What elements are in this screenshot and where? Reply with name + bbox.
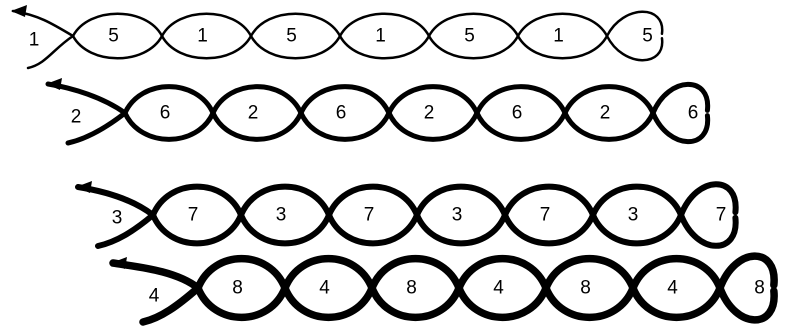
loop-label: 5 — [286, 26, 297, 47]
loop-label: 6 — [336, 103, 347, 124]
loop-label: 5 — [642, 26, 653, 47]
row-number-label: 4 — [149, 286, 160, 307]
loop-label: 2 — [248, 103, 259, 124]
strand-row-1: 1 5 1 5 1 5 1 5 — [11, 5, 662, 68]
loop-label: 3 — [452, 205, 463, 226]
loop-label: 6 — [688, 103, 699, 124]
loop-label: 7 — [188, 205, 199, 226]
row-number-label: 3 — [112, 208, 123, 229]
loop-label: 7 — [716, 205, 727, 226]
loop-label: 6 — [512, 103, 523, 124]
loop-label: 3 — [276, 205, 287, 226]
loop-label: 3 — [628, 205, 639, 226]
loop-label: 2 — [424, 103, 435, 124]
strand-row-2: 2 6 2 6 2 6 2 6 — [46, 78, 708, 143]
arrow-head-icon — [76, 181, 92, 193]
loop-label: 4 — [667, 278, 678, 299]
arrow-head-icon — [46, 78, 62, 90]
loop-label: 8 — [580, 278, 591, 299]
loop-label: 1 — [553, 26, 564, 47]
strand-row-4: 4 8 4 8 4 8 4 8 — [111, 256, 774, 322]
loop-label: 5 — [464, 26, 475, 47]
loop-label: 4 — [493, 278, 504, 299]
loop-label: 8 — [406, 278, 417, 299]
loop-label: 1 — [197, 26, 208, 47]
loop-label: 7 — [364, 205, 375, 226]
strand-lower — [28, 14, 662, 68]
loop-label: 4 — [319, 278, 330, 299]
row-number-label: 1 — [29, 30, 40, 51]
loop-label: 8 — [754, 278, 765, 299]
loop-label: 6 — [160, 103, 171, 124]
loop-label: 1 — [375, 26, 386, 47]
arrow-head-icon — [11, 5, 27, 17]
loop-label: 8 — [232, 278, 243, 299]
loop-label: 2 — [600, 103, 611, 124]
loop-label: 5 — [108, 26, 119, 47]
loop-label: 7 — [540, 205, 551, 226]
row-number-label: 2 — [71, 107, 82, 128]
strand-row-3: 3 7 3 7 3 7 3 7 — [76, 181, 736, 246]
